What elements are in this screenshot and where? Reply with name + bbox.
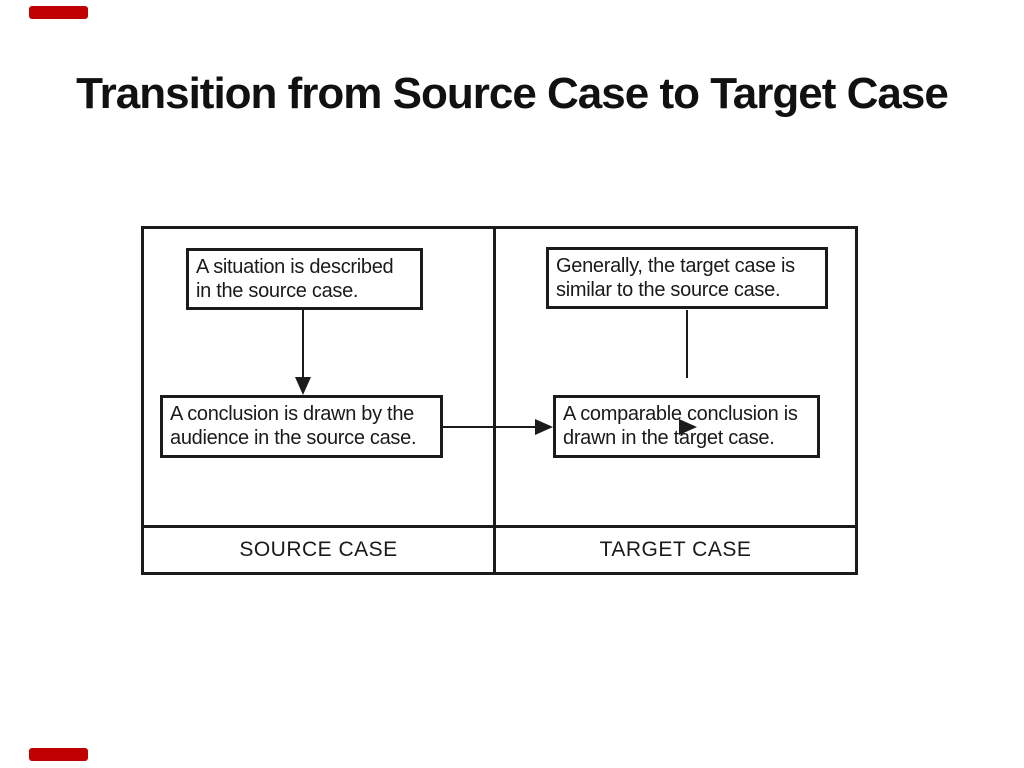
source-down-arrow-shaft — [301, 310, 305, 378]
source-situation-line-1: A situation is described — [196, 256, 394, 278]
slide-title: Transition from Source Case to Target Ca… — [76, 69, 949, 118]
source-case-label: SOURCE CASE — [239, 538, 398, 561]
source-conclusion-line-2: audience in the source case. — [170, 427, 417, 449]
target-conclusion-line-2: drawn in the target case. — [563, 427, 775, 449]
source-to-target-arrow-shaft — [443, 425, 537, 429]
source-to-target-arrow-head-icon — [535, 419, 553, 435]
target-similarity-box: Generally, the target case is similar to… — [546, 247, 828, 309]
target-similarity-line-2: similar to the source case. — [556, 279, 781, 301]
source-conclusion-line-1: A conclusion is drawn by the — [170, 403, 414, 425]
transition-diagram: A situation is described in the source c… — [141, 226, 858, 575]
source-conclusion-box: A conclusion is drawn by the audience in… — [160, 395, 443, 458]
target-conclusion-line-1: A comparable conclusion is — [563, 403, 798, 425]
red-corner-mark-bottom — [29, 748, 88, 761]
column-divider-line — [493, 229, 496, 572]
red-corner-mark-top — [29, 6, 88, 19]
source-down-arrow-head-icon — [295, 377, 311, 395]
source-situation-line-2: in the source case. — [196, 280, 359, 302]
target-similarity-line-1: Generally, the target case is — [556, 255, 795, 277]
target-case-label: TARGET CASE — [599, 538, 752, 561]
label-row-separator-line — [144, 525, 855, 528]
target-down-arrow-head-icon — [679, 419, 705, 435]
target-down-arrow-shaft — [685, 310, 689, 378]
source-situation-box: A situation is described in the source c… — [186, 248, 423, 310]
